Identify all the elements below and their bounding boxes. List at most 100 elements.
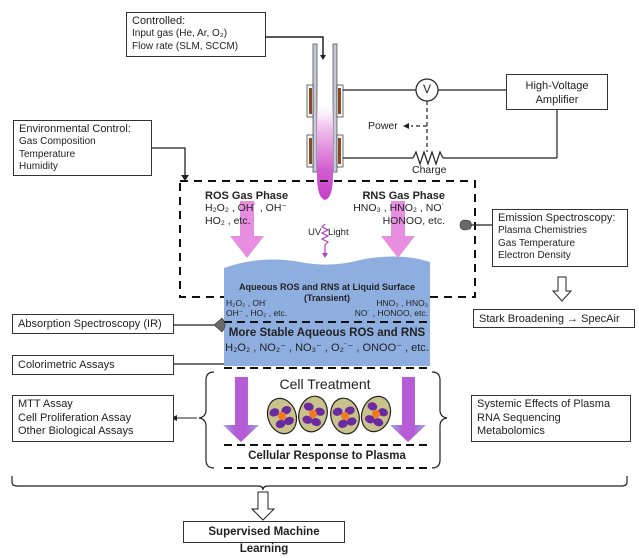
high-voltage-amplifier-box: High-Voltage Amplifier [506, 74, 608, 110]
rns-gas-title: RNS Gas Phase [362, 190, 445, 202]
cell-organelle [269, 408, 280, 417]
amplifier-line-2: Amplifier [535, 94, 579, 106]
ros-down-arrow [230, 201, 264, 258]
emission-title: Emission Spectroscopy: [498, 212, 616, 224]
cell-treatment-label: Cell Treatment [279, 376, 371, 392]
emission-spectroscopy-box: Emission Spectroscopy: Plasma Chemistrie… [492, 209, 628, 267]
systemic-effects-box: Systemic Effects of Plasma RNA Sequencin… [471, 395, 631, 442]
env-line-gas-composition: Gas Composition [19, 136, 96, 147]
electrode-lower-left-core [309, 138, 312, 164]
aqueous-surface-ros: H₂O₂ , OH˙ OH⁻ , HO₂ , etc. [226, 298, 287, 318]
environmental-control-box: Environmental Control: Gas Composition T… [13, 120, 152, 176]
cell-organelle [284, 416, 294, 425]
systemic-line-metabolomics: Metabolomics [477, 425, 545, 437]
uv-arrowhead [322, 253, 328, 258]
jet-tube-left-wall [312, 43, 318, 173]
aqueous-rns-line-1: HNO₃ , HNO₂ [376, 298, 428, 308]
voltmeter-label: V [422, 82, 431, 96]
stable-aqueous-label: More Stable Aqueous ROS and RNS H₂O₂ , N… [224, 327, 430, 354]
power-arrowhead [403, 123, 409, 129]
cell-group [266, 395, 392, 435]
controlled-line-input-gas: Input gas (He, Ar, O₂) [132, 28, 228, 39]
electrode-upper-left-core [309, 88, 312, 114]
aqueous-surface-label: Aqueous ROS and RNS at Liquid Surface (T… [224, 281, 430, 304]
charge-label: Charge [412, 164, 447, 176]
emission-line-electron-density: Electron Density [498, 250, 571, 261]
cell-organelle [367, 402, 378, 411]
rns-gas-species-2: HONOO, etc. [382, 215, 445, 227]
aqueous-rns-line-2: NO˙ , HONOO, etc. [354, 308, 428, 318]
aqueous-surface-subtitle: (Transient) [303, 293, 350, 303]
ros-gas-species-1: H₂O₂ , OH˙ , OH⁻ [205, 202, 287, 214]
cell-nucleus [278, 412, 286, 420]
cell-organelle [344, 406, 355, 415]
cell-left-down-arrow [223, 377, 259, 442]
biological-assays-box: MTT Assay Cell Proliferation Assay Other… [12, 395, 174, 442]
cell-organelle [275, 419, 286, 429]
cell-organelle [373, 418, 384, 427]
emission-line-plasma-chem: Plasma Chemistries [498, 225, 587, 236]
uv-squiggle [320, 223, 330, 256]
colorimetric-assays-box: Colorimetric Assays [12, 355, 174, 375]
liquid-body [224, 256, 430, 366]
stark-broadening-box: Stark Broadening → SpecAir [473, 309, 635, 328]
cell-organelle [332, 407, 343, 416]
cell-illustration [266, 397, 298, 435]
env-title: Environmental Control: [19, 123, 131, 135]
cell-illustration [330, 397, 360, 435]
cell-organelle [302, 415, 313, 424]
uv-label-right: Light [328, 227, 349, 238]
cell-organelle [311, 417, 321, 427]
controlled-parameters-box: Controlled: Input gas (He, Ar, O₂) Flow … [126, 12, 266, 57]
amplifier-line-1: High-Voltage [525, 80, 589, 92]
env-control-arrowhead [181, 175, 189, 181]
gas-feed-arrowhead [320, 55, 326, 60]
cell-organelle [281, 406, 292, 415]
rns-gas-phase: RNS Gas Phase HNO₃ , HNO₂ , NO˙ HONOO, e… [352, 190, 445, 228]
env-line-humidity: Humidity [19, 161, 58, 172]
aqueous-ros-line-2: OH⁻ , HO₂ , etc. [226, 308, 288, 318]
power-label: Power [368, 120, 398, 132]
systemic-line-effects: Systemic Effects of Plasma [477, 398, 611, 410]
cell-organelle [303, 402, 314, 411]
uv-label-left: UV [308, 227, 322, 238]
ros-gas-species-2: HO₂ , etc. [205, 215, 251, 227]
env-control-line [152, 147, 186, 178]
aqueous-surface-rns: HNO₃ , HNO₂ NO˙ , HONOO, etc. [330, 298, 428, 318]
power-dashed-line [411, 101, 428, 152]
stable-aqueous-species: H₂O₂ , NO₂⁻ , NO₃⁻ , O₂˙⁻ , ONOO⁻ , etc. [225, 342, 429, 354]
aqueous-ros-line-1: H₂O₂ , OH˙ [226, 298, 269, 308]
supervised-ml-box: Supervised Machine Learning [183, 521, 345, 555]
plasma-plume [317, 100, 333, 200]
ros-gas-title: ROS Gas Phase [205, 190, 289, 202]
rns-down-arrow [381, 201, 415, 258]
jet-tube-right-wall [332, 43, 338, 173]
plasma-region-dashed-box [179, 180, 476, 298]
absorption-probe-icon [213, 317, 226, 333]
cell-organelle [338, 419, 348, 428]
plasma-jet [306, 43, 344, 200]
emission-probe-icon [459, 219, 473, 231]
ml-hollow-arrow [250, 491, 276, 521]
systemic-line-rna: RNA Sequencing [477, 411, 561, 424]
resistor [412, 150, 444, 166]
bottom-brace [11, 476, 628, 491]
cell-nucleus [309, 410, 317, 418]
controlled-line-flow-rate: Flow rate (SLM, SCCM) [132, 40, 239, 52]
arrow-to-bio-assays-head [171, 415, 177, 421]
emission-to-stark-arrow [551, 276, 573, 302]
bio-line-mtt: MTT Assay [18, 398, 73, 410]
cell-nucleus [341, 412, 349, 420]
cellular-response-label: Cellular Response to Plasma [248, 450, 406, 462]
stable-aqueous-title: More Stable Aqueous ROS and RNS [228, 327, 426, 339]
absorption-spectroscopy-box: Absorption Spectroscopy (IR) [12, 314, 174, 334]
aqueous-surface-title: Aqueous ROS and RNS at Liquid Surface [238, 282, 416, 292]
electrode-upper-right-core [338, 88, 341, 114]
cell-organelle [314, 407, 325, 416]
cell-organelle [346, 417, 357, 426]
bio-line-other: Other Biological Assays [18, 425, 134, 437]
cell-illustration [360, 395, 392, 433]
cell-organelle [378, 408, 388, 417]
env-line-temperature: Temperature [19, 148, 76, 160]
